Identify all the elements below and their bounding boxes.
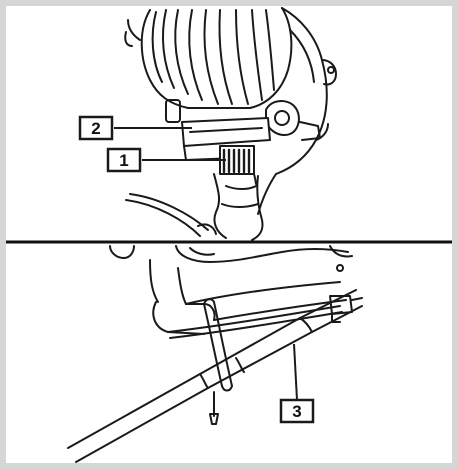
cv-joint-boot — [124, 7, 293, 109]
callout-1-box — [106, 147, 142, 173]
illustration-panel — [6, 6, 452, 463]
callout-2-label: 2 — [91, 119, 100, 138]
wiring-cable-top — [125, 193, 217, 237]
callout-3-box — [279, 398, 315, 424]
stabilizer-bar — [67, 289, 363, 463]
callout-3: 3 — [279, 343, 315, 424]
callout-3-leader — [293, 343, 298, 401]
suspension-arm — [109, 245, 353, 305]
callout-2-box — [78, 115, 114, 141]
callout-1-label: 1 — [119, 151, 128, 170]
callout-3-label: 3 — [292, 402, 301, 421]
callout-2: 2 — [78, 115, 192, 141]
callout-1: 1 — [106, 147, 226, 173]
top-panel-drawing — [124, 7, 337, 241]
bottom-panel-drawing — [67, 245, 363, 463]
